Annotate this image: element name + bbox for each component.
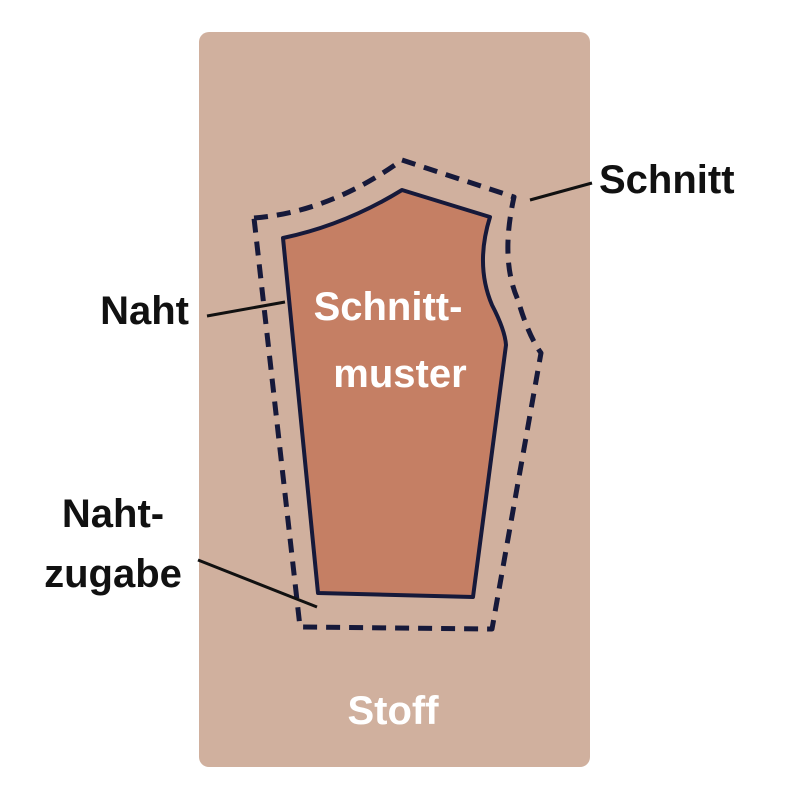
label-cut: Schnitt <box>599 158 735 202</box>
label-seam-allowance-line1: Naht- <box>62 492 164 536</box>
label-seam: Naht <box>100 289 189 333</box>
label-pattern-line2: muster <box>333 352 466 396</box>
leader-line-cut <box>529 181 593 202</box>
leader-line-seam <box>206 300 286 318</box>
pattern-piece <box>281 188 508 599</box>
label-pattern-line1: Schnitt- <box>314 285 463 329</box>
label-seam-allowance-line2: zugabe <box>44 552 182 596</box>
label-fabric: Stoff <box>347 689 439 733</box>
leader-line-seam-allowance <box>197 558 318 609</box>
cutting-line <box>251 157 544 632</box>
